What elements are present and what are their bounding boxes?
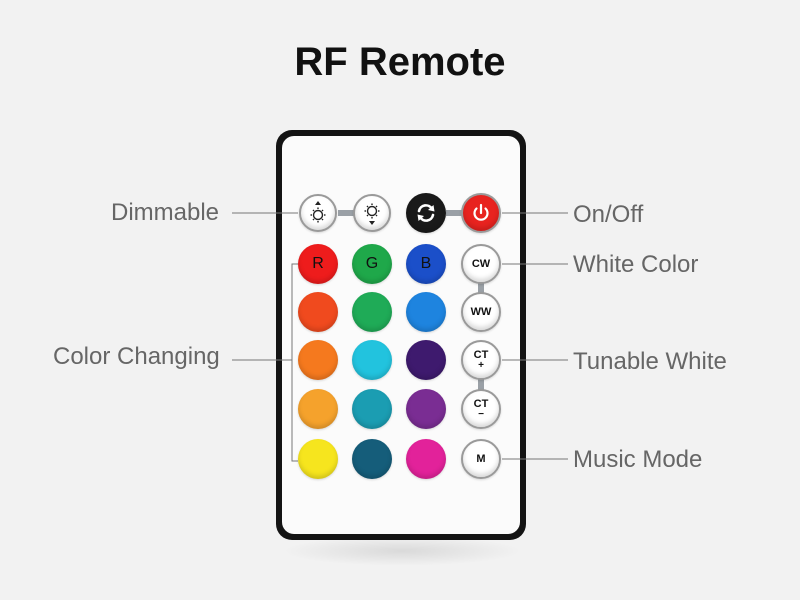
color-button-amber[interactable]	[298, 389, 338, 429]
green-button-label: G	[365, 255, 379, 272]
color-button-yellow[interactable]	[298, 439, 338, 479]
page-title: RF Remote	[294, 40, 506, 84]
color-button-teal[interactable]	[352, 389, 392, 429]
color-button-magenta[interactable]	[406, 439, 446, 479]
ct-plus-label: CT	[473, 349, 489, 361]
cool-white-button[interactable]: CW	[461, 244, 501, 284]
connector-bar	[478, 280, 484, 294]
color-button-purple[interactable]	[406, 389, 446, 429]
power-button[interactable]	[461, 193, 501, 233]
callout-music-mode: Music Mode	[573, 446, 703, 473]
callout-color-changing: Color Changing	[53, 343, 220, 370]
color-button-indigo[interactable]	[406, 340, 446, 380]
brightness-up-button[interactable]	[299, 194, 337, 232]
warm-white-button[interactable]: WW	[461, 292, 501, 332]
red-button-label: R	[312, 255, 324, 272]
remote-shadow	[282, 536, 522, 566]
callout-white-color: White Color	[573, 251, 699, 278]
ct-plus-sign: +	[478, 360, 484, 371]
callout-tunable-white: Tunable White	[573, 348, 727, 375]
sun-down-icon	[364, 203, 380, 225]
ct-minus-label: CT	[473, 398, 489, 410]
power-icon	[473, 203, 489, 221]
cool-white-label: CW	[471, 257, 491, 270]
brightness-down-button[interactable]	[353, 194, 391, 232]
connector-bar	[338, 210, 354, 216]
ct-minus-sign: −	[478, 409, 484, 420]
callout-dimmable: Dimmable	[111, 199, 220, 226]
color-button-green[interactable]	[352, 292, 392, 332]
ct-plus-button[interactable]: CT +	[461, 340, 501, 380]
blue-button-label: B	[420, 255, 432, 272]
color-changing-bracket	[291, 263, 298, 462]
sun-up-icon	[310, 201, 326, 223]
color-button-sky-blue[interactable]	[406, 292, 446, 332]
color-button-orange-red[interactable]	[298, 292, 338, 332]
connector-bar	[446, 210, 462, 216]
warm-white-label: WW	[470, 305, 492, 318]
music-mode-button[interactable]: M	[461, 439, 501, 479]
color-button-cyan[interactable]	[352, 340, 392, 380]
ct-minus-button[interactable]: CT −	[461, 389, 501, 429]
connector-bar	[478, 378, 484, 392]
color-button-dark-teal[interactable]	[352, 439, 392, 479]
green-button[interactable]: G	[352, 244, 392, 284]
mode-cycle-button[interactable]	[406, 193, 446, 233]
blue-button[interactable]: B	[406, 244, 446, 284]
refresh-icon	[417, 204, 435, 222]
music-mode-button-label: M	[476, 452, 486, 465]
callout-on-off: On/Off	[573, 201, 644, 228]
color-button-orange[interactable]	[298, 340, 338, 380]
red-button[interactable]: R	[298, 244, 338, 284]
